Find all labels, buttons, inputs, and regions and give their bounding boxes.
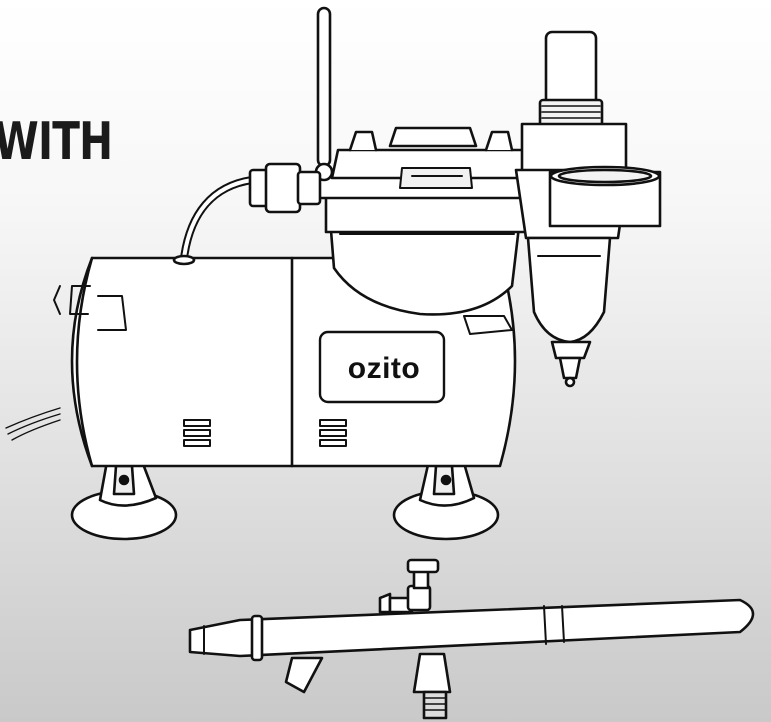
brand-logo: ozito — [347, 352, 421, 385]
pressure-gauge — [548, 165, 662, 228]
brand-plate — [318, 330, 446, 404]
headline-text: WITH — [0, 112, 113, 172]
airbrush — [188, 558, 755, 720]
tank-vent-left — [183, 419, 211, 447]
outlet-fitting — [248, 162, 322, 214]
air-hose — [5, 407, 61, 441]
moisture-trap-bowl — [526, 236, 612, 388]
compressor-head — [312, 126, 550, 316]
tank-vent-right — [319, 419, 347, 447]
carry-handle — [314, 6, 334, 182]
